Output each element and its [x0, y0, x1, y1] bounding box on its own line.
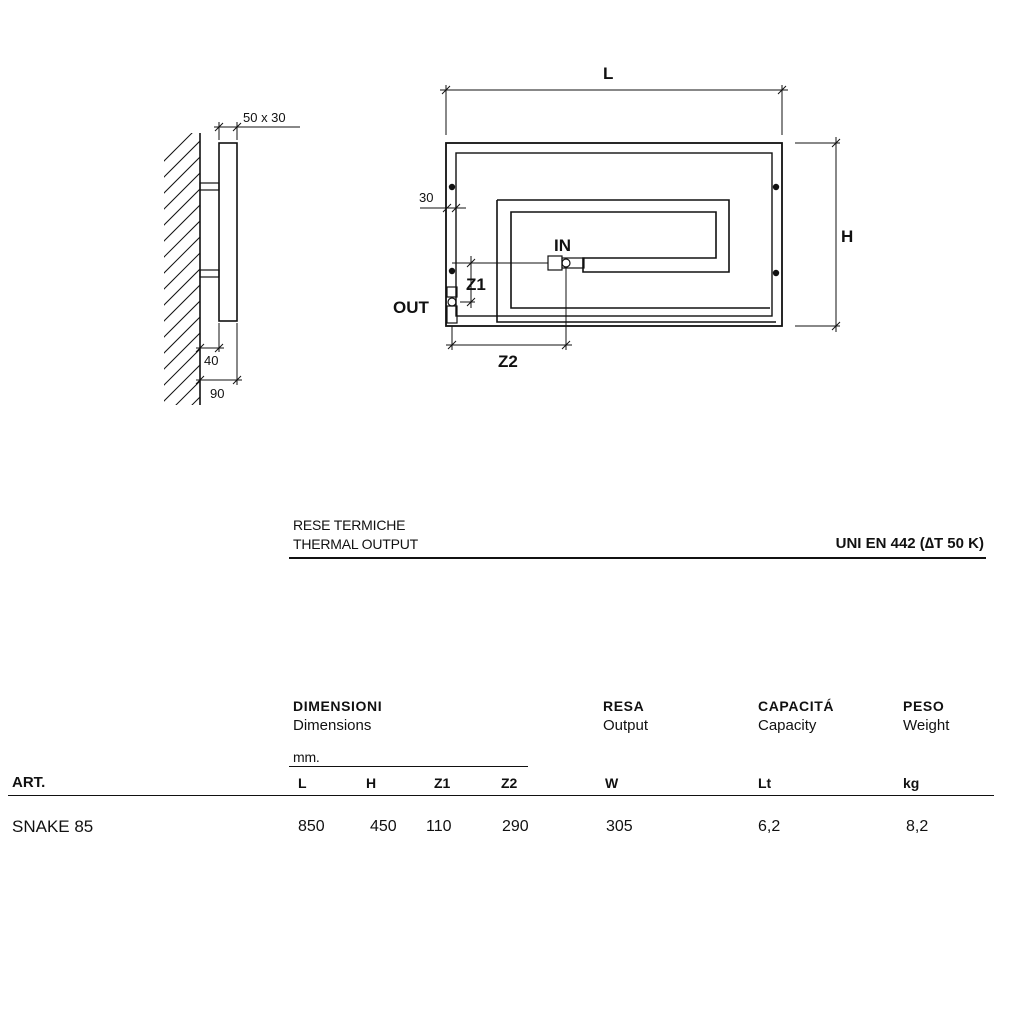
thermal-header-rule	[289, 557, 986, 559]
col-header-Lt: Lt	[758, 775, 772, 791]
offset-30-label: 30	[419, 190, 433, 205]
thermal-title-it: RESE TERMICHE	[293, 517, 406, 533]
radiator-inner-frame	[455, 152, 773, 317]
table-header-rule	[8, 795, 994, 796]
weight-subheading: Weight	[903, 717, 950, 734]
capacity-subheading: Capacity	[758, 717, 817, 734]
cell-W: 305	[606, 818, 633, 835]
col-header-art: ART.	[12, 774, 46, 791]
cell-L: 850	[298, 818, 325, 835]
dimensions-unit-note: mm.	[293, 749, 320, 765]
col-header-Z1: Z1	[434, 775, 451, 791]
dimension-Z1-label: Z1	[466, 275, 486, 294]
side-view	[164, 122, 300, 405]
dimensions-subheading: Dimensions	[293, 717, 372, 734]
capacity-heading: CAPACITÁ	[758, 698, 835, 714]
col-header-kg: kg	[903, 775, 920, 791]
cell-art: SNAKE 85	[12, 817, 94, 836]
thermal-standard: UNI EN 442 (∆T 50 K)	[835, 535, 984, 552]
dimension-L-label: L	[603, 64, 613, 83]
cell-kg: 8,2	[906, 818, 929, 835]
mounting-points	[448, 183, 780, 277]
radiator-profile	[218, 142, 238, 322]
col-header-W: W	[605, 775, 619, 791]
col-header-H: H	[366, 775, 377, 791]
outlet-valve	[446, 286, 458, 298]
cell-Lt: 6,2	[758, 818, 781, 835]
cell-Z1: 110	[426, 818, 452, 835]
depth-outer-label: 90	[210, 386, 224, 401]
inlet-valve	[547, 255, 563, 271]
wall-hatch	[164, 133, 200, 405]
wall-bracket-top	[199, 182, 220, 191]
dimension-Z2-label: Z2	[498, 352, 518, 371]
col-header-Z2: Z2	[501, 775, 518, 791]
depth-inner-label: 40	[204, 353, 218, 368]
output-heading: RESA	[603, 698, 645, 714]
wall-bracket-bottom	[199, 269, 220, 278]
cell-Z2: 290	[502, 818, 529, 835]
dimension-H-label: H	[841, 227, 853, 246]
dimensions-group-rule	[289, 766, 528, 767]
weight-heading: PESO	[903, 698, 945, 714]
thermal-title-en: THERMAL OUTPUT	[293, 536, 419, 552]
outlet-label: OUT	[393, 298, 430, 317]
radiator-outer-frame	[445, 142, 783, 327]
cell-H: 450	[370, 818, 397, 835]
inlet-label: IN	[554, 236, 571, 255]
output-subheading: Output	[603, 717, 649, 734]
front-view	[420, 85, 841, 350]
profile-size-label: 50 x 30	[243, 110, 286, 125]
serpentine-coil	[497, 199, 770, 309]
col-header-L: L	[298, 775, 307, 791]
dimensions-heading: DIMENSIONI	[293, 698, 383, 714]
technical-drawing: 50 x 30 40 90	[164, 64, 853, 405]
